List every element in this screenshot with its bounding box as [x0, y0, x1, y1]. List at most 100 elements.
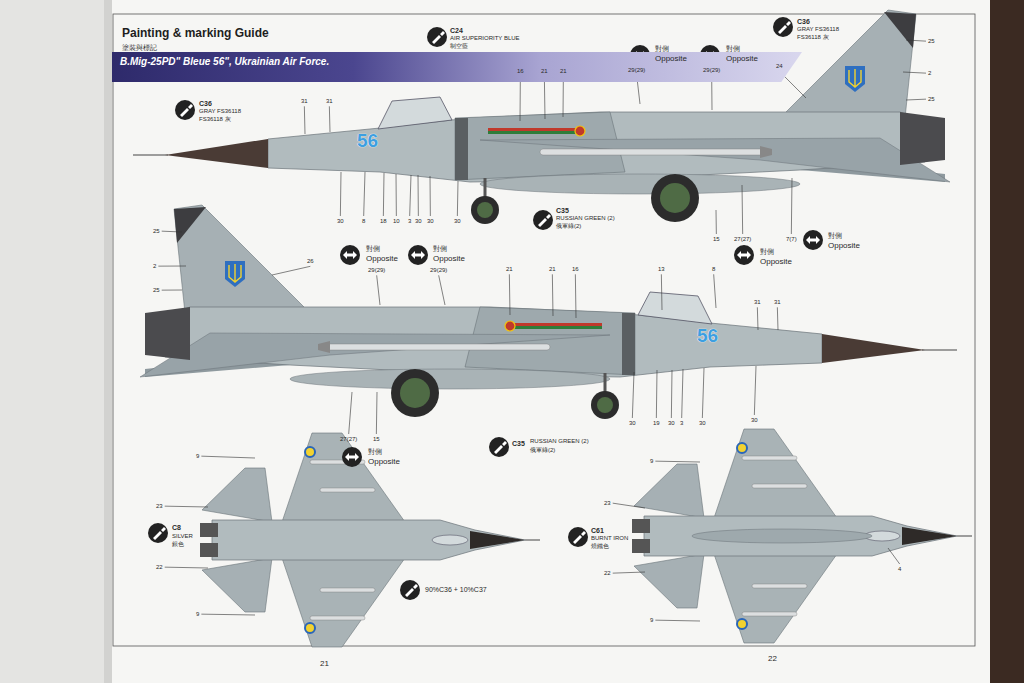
leader-line: [329, 106, 331, 132]
callout-label: 13: [658, 266, 665, 272]
leader-line: [656, 370, 658, 418]
callout-label: 對側: [760, 248, 774, 255]
leader-line: [383, 173, 385, 216]
leader-line: [364, 172, 365, 216]
leader-line: [376, 392, 378, 434]
paint-code: C8: [172, 524, 181, 531]
callout-label: 8: [362, 218, 365, 224]
callout-label: GRAY FS36118: [199, 108, 241, 114]
leader-line: [158, 266, 186, 267]
callout-label: 對側: [726, 45, 740, 52]
leader-line: [888, 548, 900, 564]
callout-label: 25: [153, 287, 160, 293]
leader-line: [777, 307, 779, 330]
left-page: [0, 0, 110, 683]
callout-label: BURNT IRON: [591, 535, 628, 541]
leader-line: [457, 181, 459, 216]
callout-label: 30: [629, 420, 636, 426]
callout-label: 30: [454, 218, 461, 224]
guide-title: Painting & marking Guide: [122, 27, 269, 40]
leader-line: [201, 614, 255, 616]
leader-line: [430, 176, 431, 216]
leader-line: [613, 572, 645, 573]
leader-line: [575, 274, 577, 318]
callout-label: 對側: [433, 245, 447, 252]
callout-label: 22: [604, 570, 611, 576]
callout-label: RUSSIAN GREEN (2): [556, 215, 615, 221]
callout-label: 對側: [368, 448, 382, 455]
leader-line: [716, 210, 717, 234]
callout-label: 16: [517, 68, 524, 74]
aircraft-number: 56: [697, 326, 718, 346]
callout-label: 30: [415, 218, 422, 224]
leader-line: [906, 99, 926, 101]
paint-code: C36: [199, 100, 212, 107]
leader-line: [671, 370, 673, 418]
callout-label: 15: [373, 436, 380, 442]
callout-label: 15: [713, 236, 720, 242]
leader-line: [377, 275, 380, 305]
callout-label: 18: [380, 218, 387, 224]
callout-label: 30: [751, 417, 758, 423]
leader-line: [304, 106, 306, 134]
callout-label: 30: [699, 420, 706, 426]
leader-line: [410, 175, 411, 216]
leader-line: [349, 392, 352, 434]
callout-label: 俄軍綠(2): [530, 447, 555, 453]
leader-line: [791, 178, 793, 234]
callout-label: 31: [754, 299, 761, 305]
callout-label: 21: [560, 68, 567, 74]
leader-line: [754, 366, 756, 415]
callout-label: 燒鐵色: [591, 543, 609, 549]
callout-label: 90%C36 + 10%C37: [425, 586, 487, 593]
leader-line: [661, 274, 663, 310]
callout-label: SILVER: [172, 533, 193, 539]
callout-label: AIR SUPERIORITY BLUE: [450, 35, 520, 41]
leader-line: [162, 231, 182, 233]
callout-label: 21: [320, 660, 329, 668]
callout-label: 23: [156, 503, 163, 509]
callout-label: 8: [712, 266, 715, 272]
leader-line: [165, 567, 208, 569]
side-view-right: [140, 205, 957, 419]
callout-label: 27(27): [340, 436, 357, 442]
leader-line: [742, 185, 744, 234]
callout-label: Opposite: [655, 55, 687, 63]
callout-label: 對側: [366, 245, 380, 252]
paint-code: C24: [450, 27, 463, 34]
leader-line: [613, 503, 645, 508]
scheme-title: B.Mig-25PD" Bleue 56", Ukrainian Air For…: [120, 56, 794, 67]
callout-label: Opposite: [366, 255, 398, 263]
callout-label: FS36118 灰: [797, 34, 829, 40]
callout-label: Opposite: [760, 258, 792, 266]
callout-label: Opposite: [368, 458, 400, 466]
callout-label: 21: [506, 266, 513, 272]
leader-line: [520, 76, 521, 121]
callout-label: 26: [307, 258, 314, 264]
leader-line: [544, 76, 546, 119]
callout-label: 對側: [655, 45, 669, 52]
callout-label: 制空藍: [450, 43, 468, 49]
leader-line: [418, 175, 419, 216]
callout-label: 4: [898, 566, 901, 572]
spine-shadow: [104, 0, 112, 683]
callout-label: 9: [650, 458, 653, 464]
leader-line: [903, 72, 926, 73]
side-view-left: [133, 10, 950, 224]
callout-label: 24: [776, 63, 783, 69]
leader-line: [655, 620, 700, 622]
callout-label: 10: [393, 218, 400, 224]
callout-label: 31: [301, 98, 308, 104]
aircraft-number: 56: [357, 131, 378, 151]
callout-label: 2: [153, 263, 156, 269]
callout-label: 22: [768, 655, 777, 663]
leader-line: [702, 368, 704, 418]
top-view: [200, 433, 540, 647]
callout-label: 25: [153, 228, 160, 234]
callout-label: 銀色: [172, 541, 184, 547]
callout-label: 9: [650, 617, 653, 623]
callout-label: Opposite: [828, 242, 860, 250]
callout-label: 2: [928, 70, 931, 76]
paint-code: C36: [797, 18, 810, 25]
